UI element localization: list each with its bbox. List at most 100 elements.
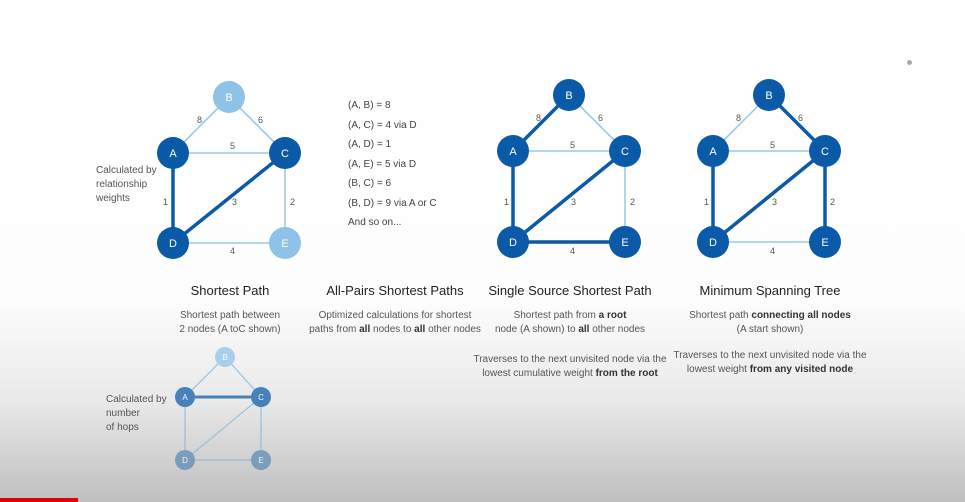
node-b (215, 347, 235, 367)
desc-line: lowest weight from any visited node (665, 363, 875, 377)
node-c (269, 137, 301, 169)
desc-all-pairs: Optimized calculations for shortest path… (305, 309, 485, 337)
list-item: (A, B) = 8 (348, 100, 391, 111)
desc-line: lowest cumulative weight from the root (465, 367, 675, 381)
edge-dc (511, 149, 627, 244)
desc-text: Shortest path (689, 310, 752, 321)
list-item: (A, C) = 4 via D (348, 119, 417, 131)
weight-ce: 2 (290, 197, 295, 207)
node-label-d: D (709, 237, 717, 249)
list-item: (B, D) = 9 via A or C (348, 197, 437, 209)
note-line: weights (96, 193, 130, 204)
desc-line: Shortest path connecting all nodes (670, 309, 870, 323)
node-label-b: B (225, 92, 232, 104)
node-label-a: A (709, 146, 717, 158)
desc-text: lowest weight (686, 364, 750, 375)
edge-dc (171, 151, 287, 245)
desc-line: Optimized calculations for shortest (318, 310, 472, 321)
node-a (497, 135, 529, 167)
weight-ac: 5 (770, 140, 775, 150)
node-d (497, 226, 529, 258)
detail-mst: Traverses to the next unvisited node via… (665, 349, 875, 377)
node-label-b: B (565, 90, 572, 102)
node-a (157, 137, 189, 169)
node-a (697, 135, 729, 167)
desc-emphasis: connecting all nodes (751, 310, 851, 321)
node-label-a: A (509, 146, 517, 158)
edge-dc (184, 396, 262, 461)
note-line: of hops (106, 422, 139, 433)
weight-ce: 2 (630, 197, 635, 207)
weight-ab: 8 (736, 113, 741, 123)
desc-single-source: Shortest path from a root node (A shown)… (470, 309, 670, 337)
weight-de: 4 (230, 246, 235, 256)
desc-emphasis: all (578, 324, 590, 335)
node-b (553, 79, 585, 111)
node-c (251, 387, 271, 407)
title-all-pairs: All-Pairs Shortest Paths (326, 283, 464, 298)
weight-ac: 5 (570, 140, 575, 150)
weight-ad: 1 (504, 197, 509, 207)
node-label-e: E (258, 456, 263, 465)
node-label-d: D (509, 237, 517, 249)
note-line: relationship (96, 179, 148, 190)
node-c (609, 135, 641, 167)
node-d (697, 226, 729, 258)
node-label-a: A (182, 393, 188, 402)
weight-bc: 6 (258, 115, 263, 125)
desc-text: other nodes (589, 324, 646, 335)
desc-line: Shortest path from a root (470, 309, 670, 323)
node-label-e: E (821, 237, 828, 249)
note-relationship-weights: Calculated by relationship weights (96, 164, 157, 206)
desc-text: paths from (309, 324, 360, 335)
desc-emphasis: all (414, 324, 426, 335)
note-hops: Calculated by number of hops (106, 393, 167, 435)
node-b (213, 81, 245, 113)
node-label-c: C (258, 393, 264, 402)
node-label-c: C (281, 148, 289, 160)
node-label-e: E (621, 237, 628, 249)
weight-ad: 1 (163, 197, 168, 207)
desc-shortest-path: Shortest path between 2 nodes (A toC sho… (150, 309, 310, 337)
title-mst: Minimum Spanning Tree (699, 283, 841, 298)
desc-line: Shortest path between (179, 310, 281, 321)
desc-text: other nodes (425, 324, 481, 335)
desc-line: node (A shown) to all other nodes (470, 323, 670, 337)
note-line: Calculated by (106, 394, 167, 405)
weight-dc: 3 (772, 197, 777, 207)
node-label-c: C (821, 146, 829, 158)
title-shortest-path: Shortest Path (190, 283, 270, 298)
node-label-a: A (169, 148, 177, 160)
desc-emphasis: all (359, 324, 371, 335)
node-b (753, 79, 785, 111)
desc-line: Traverses to the next unvisited node via… (673, 350, 867, 361)
weight-ab: 8 (536, 113, 541, 123)
node-e (809, 226, 841, 258)
node-label-c: C (621, 146, 629, 158)
desc-line: (A start shown) (736, 324, 804, 335)
desc-text: lowest cumulative weight (482, 368, 596, 379)
list-item: (A, D) = 1 (348, 139, 392, 150)
desc-emphasis: from any visited node (749, 364, 854, 375)
node-d (175, 450, 195, 470)
list-item: (A, E) = 5 via D (348, 158, 417, 170)
note-line: number (106, 408, 140, 419)
weight-ab: 8 (197, 115, 202, 125)
node-label-b: B (765, 90, 772, 102)
node-e (269, 227, 301, 259)
cursor-dot (907, 60, 912, 65)
weight-de: 4 (570, 246, 575, 256)
weight-bc: 6 (598, 113, 603, 123)
node-label-d: D (182, 456, 188, 465)
list-item: (B, C) = 6 (348, 178, 392, 189)
node-label-e: E (281, 238, 288, 250)
weight-dc: 3 (571, 197, 576, 207)
weight-de: 4 (770, 246, 775, 256)
graph-hops: B A C D E (175, 347, 271, 470)
node-c (809, 135, 841, 167)
desc-mst: Shortest path connecting all nodes (A st… (670, 309, 870, 337)
weight-ac: 5 (230, 141, 235, 151)
video-progress-bar[interactable] (0, 498, 78, 502)
list-item: And so on... (348, 217, 402, 228)
